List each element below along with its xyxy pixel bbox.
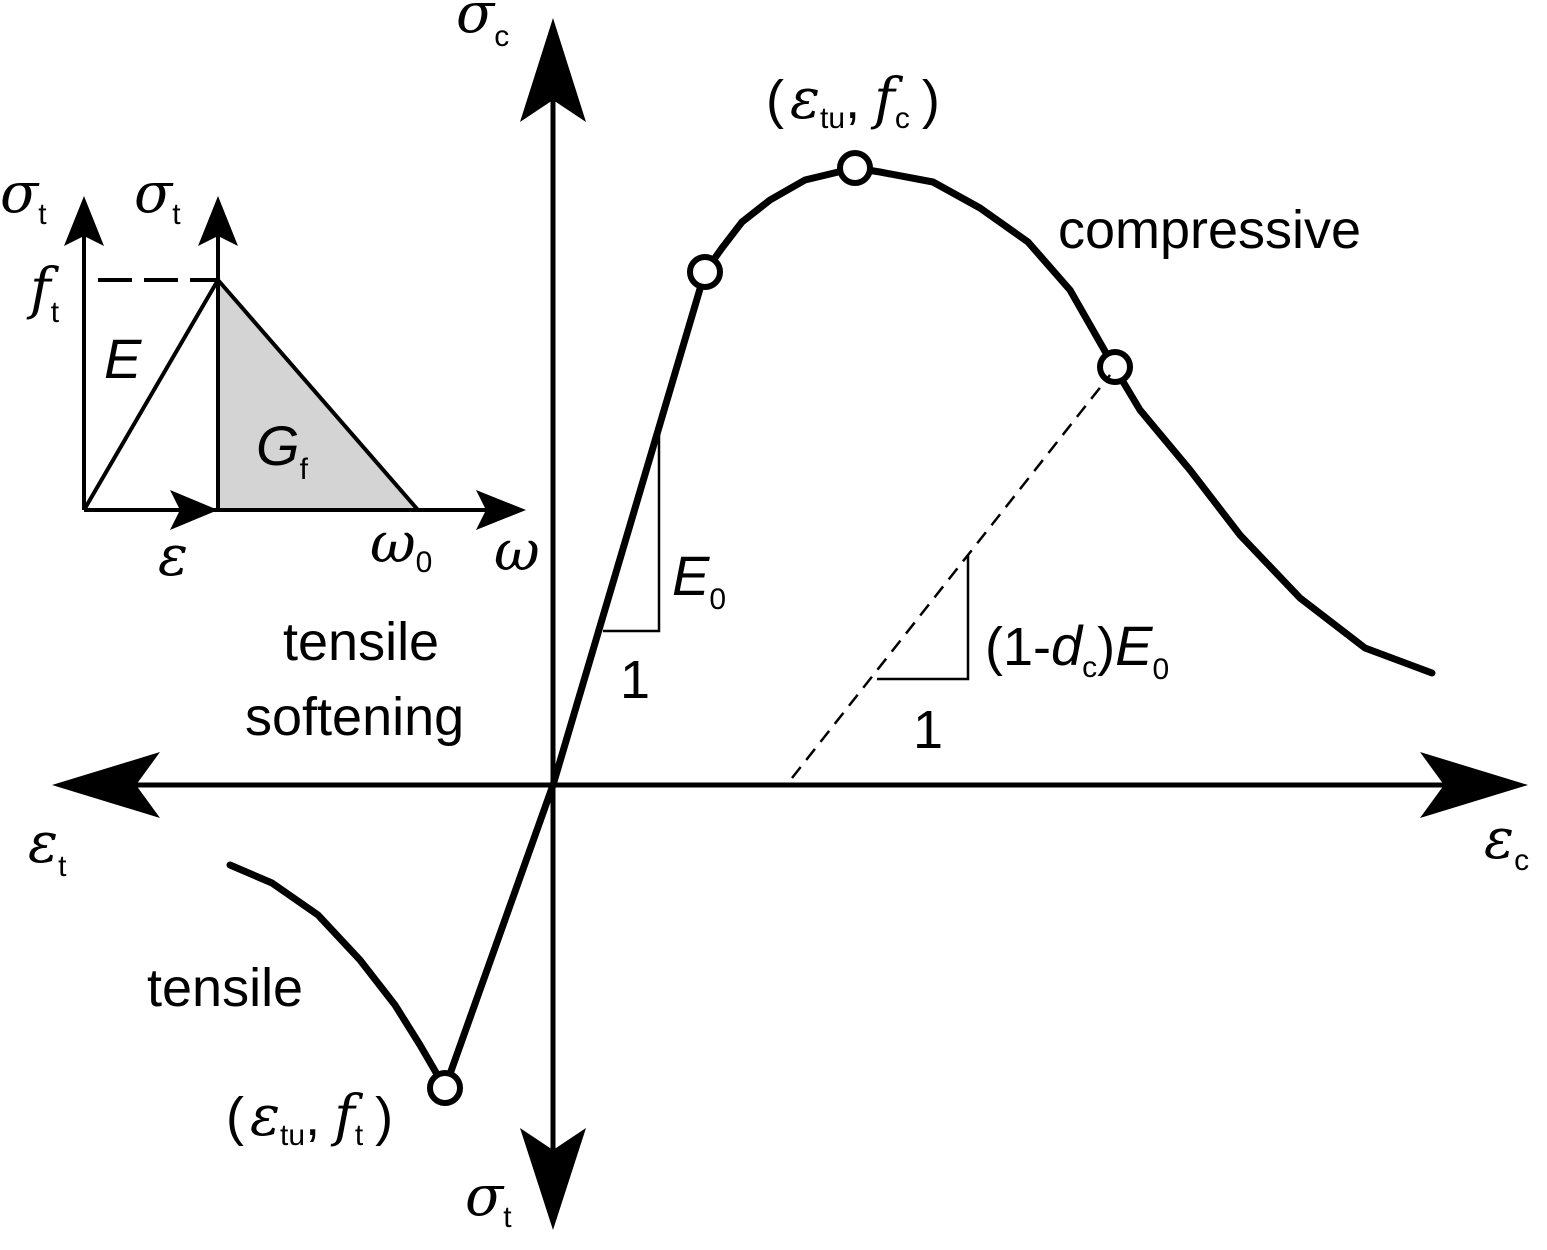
- inset-label-ft: ft: [26, 257, 60, 329]
- label-tensile-softening-1: tensile: [283, 612, 439, 672]
- inset-arrow-right-icon-2: [476, 490, 526, 530]
- label-e0: E0: [672, 544, 726, 616]
- unloading-slope-triangle: [877, 555, 970, 681]
- inset-arrow-up-icon-2: [198, 196, 238, 246]
- unloading-line: [791, 374, 1111, 779]
- label-tensile-peak: (εtu,ft): [226, 1084, 393, 1152]
- inset-label-eps: ε: [158, 524, 188, 589]
- label-one-left: 1: [620, 650, 650, 710]
- label-tensile: tensile: [147, 958, 303, 1018]
- inset-elastic-line: [82, 278, 220, 512]
- label-sigma-t-bottom: σt: [465, 1164, 512, 1234]
- inset-label-sigma-t-b: σt: [134, 161, 181, 231]
- inset-label-omega0: ω0: [370, 511, 432, 579]
- stress-strain-curve: [226, 150, 1436, 1106]
- inset-label-e: E: [104, 327, 142, 390]
- label-compressive-peak: (εtu,fc): [766, 67, 940, 135]
- inset-arrow-up-icon-1: [64, 196, 104, 246]
- label-eps-t: εt: [28, 811, 67, 883]
- marker-unloading-point: [1097, 349, 1133, 385]
- inset-arrow-right-icon-1: [170, 490, 218, 530]
- label-tensile-softening-2: softening: [245, 687, 464, 747]
- tensile-curve: [226, 781, 557, 1092]
- label-one-right: 1: [913, 700, 943, 760]
- label-unloading-slope: (1-dc)E0: [985, 614, 1169, 686]
- main-axes: [52, 18, 1528, 1230]
- arrow-right-icon: [1420, 752, 1528, 818]
- inset-label-omega: ω: [494, 519, 540, 584]
- marker-yield-point: [687, 254, 723, 290]
- inset-label-gf: Gf: [256, 414, 309, 486]
- main-labels: σc σt εt εc (εtu,fc) (εtu,ft) compressiv…: [28, 0, 1529, 1234]
- label-eps-c: εc: [1484, 807, 1529, 877]
- arrow-down-icon: [520, 1128, 586, 1230]
- e0-slope-triangle: [603, 431, 661, 633]
- marker-compressive-peak: [837, 150, 873, 186]
- inset-softening-line: [216, 278, 420, 512]
- inset-labels: σt σt ft E Gf ε ω0 ω: [0, 161, 540, 589]
- inset-tensile-softening: [64, 196, 526, 530]
- arrow-left-icon: [52, 752, 160, 818]
- label-sigma-c: σc: [456, 0, 509, 53]
- compressive-curve: [549, 164, 1436, 789]
- marker-tensile-peak: [427, 1070, 463, 1106]
- inset-label-sigma-t-a: σt: [0, 161, 47, 231]
- arrow-up-icon: [520, 18, 586, 122]
- unloading-dashed-line: [791, 374, 1111, 779]
- label-compressive: compressive: [1058, 200, 1361, 260]
